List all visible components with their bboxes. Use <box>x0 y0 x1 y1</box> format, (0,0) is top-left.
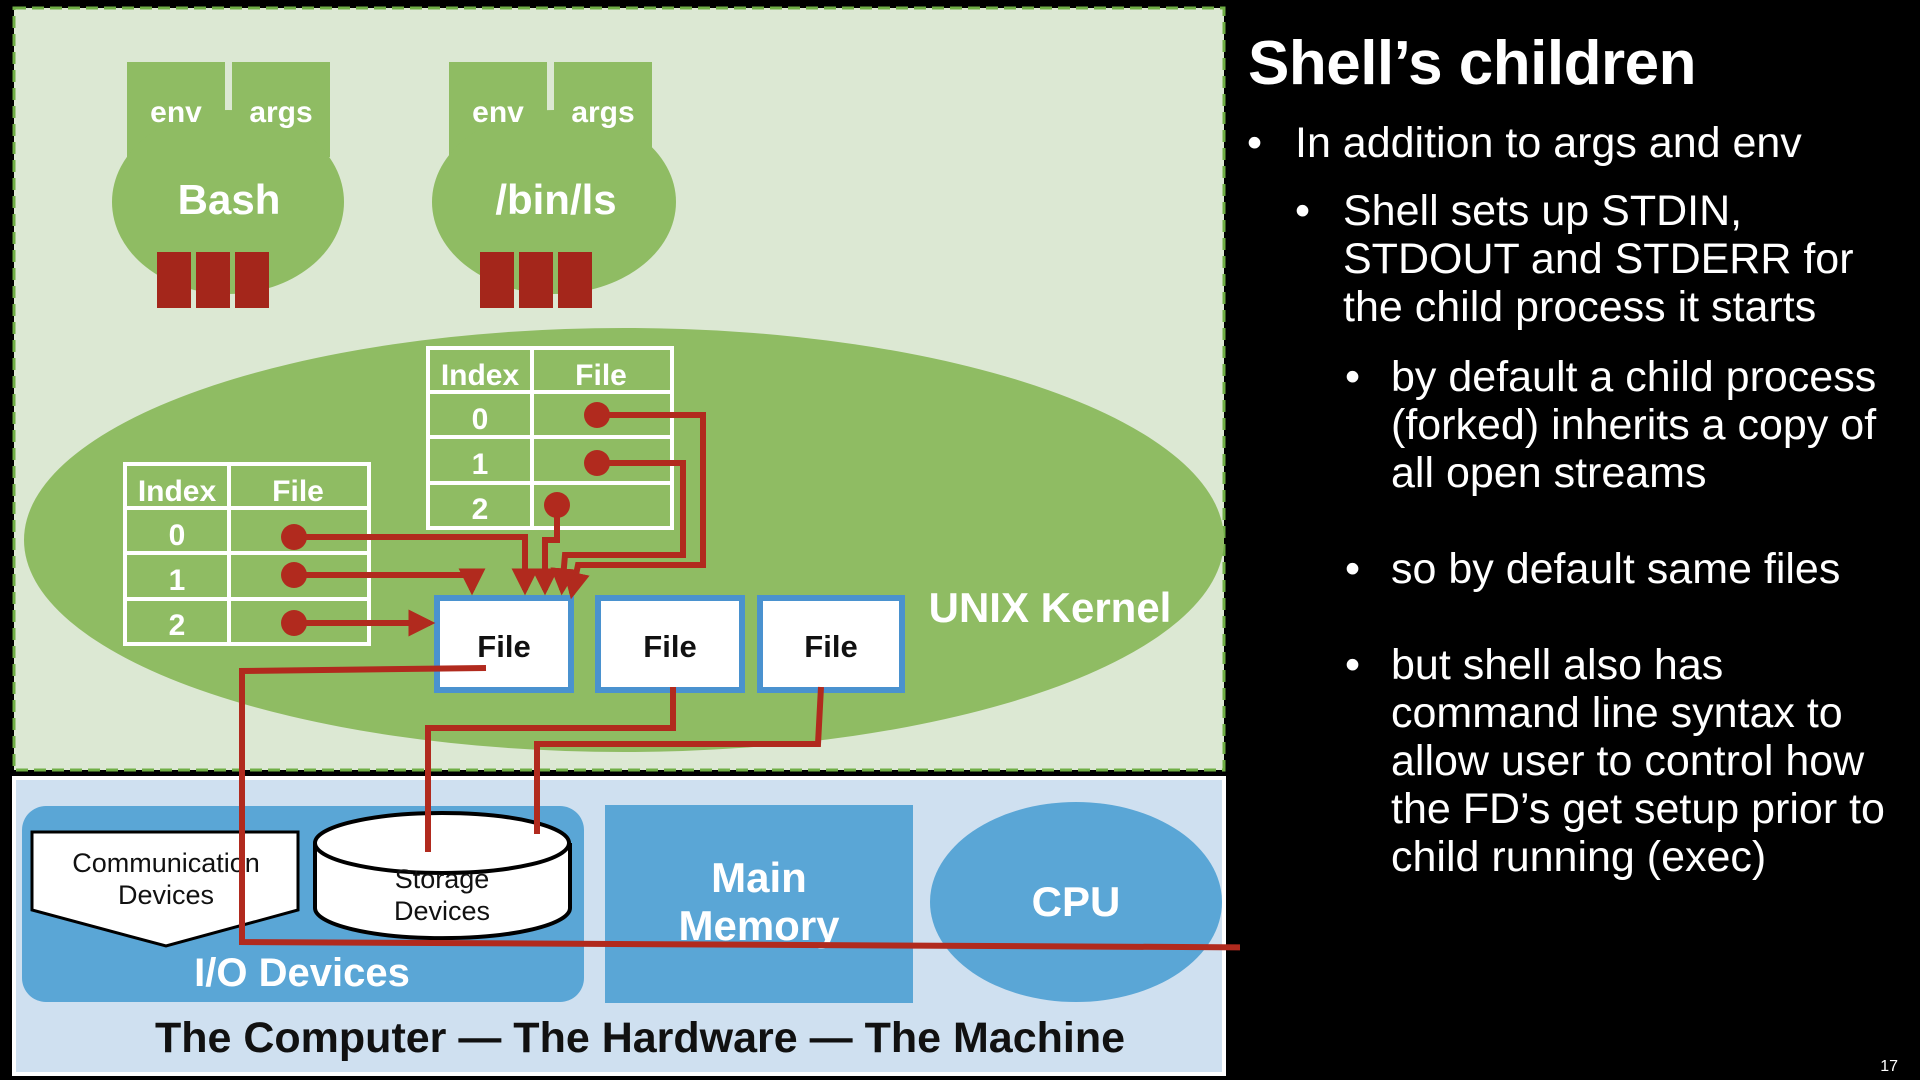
ls-fd2-arrow <box>531 505 560 596</box>
bullet-item: • but shell also has command line syntax… <box>1345 641 1910 881</box>
bullet-text: In addition to args and env <box>1295 119 1802 167</box>
ls-fd1-arrow <box>550 460 686 596</box>
fd-blocks <box>480 252 592 308</box>
fd-connections <box>239 412 1240 951</box>
process-bin-ls: env args /bin/ls <box>432 62 676 308</box>
main-memory-line2: Memory <box>678 902 840 949</box>
file-object-3: File <box>757 595 905 693</box>
process-name: /bin/ls <box>495 176 616 223</box>
file2-to-storage-line <box>425 687 676 852</box>
storage-devices-line1: Storage <box>395 864 490 894</box>
fd-index-1: 1 <box>472 448 489 481</box>
storage-devices: Storage Devices <box>313 811 572 941</box>
fd-index-2: 2 <box>472 493 489 526</box>
bullet-item: • In addition to args and env <box>1247 119 1910 167</box>
fd-table-index-header: Index <box>138 475 217 508</box>
fd-table-ls <box>426 346 674 530</box>
bullet-text: by default a child process (forked) inhe… <box>1391 353 1877 497</box>
main-memory: Main Memory <box>605 805 913 1003</box>
hardware-caption: The Computer — The Hardware — The Machin… <box>155 1014 1125 1062</box>
file1-to-comm-line <box>239 665 1240 951</box>
bullet-dot: • <box>1295 187 1311 235</box>
args-label: args <box>571 96 634 129</box>
env-label: env <box>150 96 202 129</box>
bullet-dot: • <box>1345 545 1361 593</box>
main-memory-line1: Main <box>711 854 807 901</box>
slide-text-panel: Shell’s children • In addition to args a… <box>1245 18 1910 881</box>
page-number: 17 <box>1880 1058 1898 1075</box>
io-devices-label: I/O Devices <box>194 951 410 995</box>
args-label: args <box>249 96 312 129</box>
bash-fd0-arrow <box>294 534 539 596</box>
fd-blocks <box>157 252 269 308</box>
bullet-dot: • <box>1247 119 1263 167</box>
bullet-text: Shell sets up STDIN, STDOUT and STDERR f… <box>1343 187 1854 331</box>
file3-to-storage-line <box>534 686 824 834</box>
fd-table-file-header: File <box>575 359 627 392</box>
fd-index-0: 0 <box>472 403 489 436</box>
fd-dots <box>281 402 610 636</box>
fd-table-index-header: Index <box>441 359 520 392</box>
process-bash: env args Bash <box>112 62 344 308</box>
fd-table-file-header: File <box>272 475 324 508</box>
bullet-text: so by default same files <box>1391 545 1841 593</box>
storage-devices-line2: Devices <box>394 896 490 926</box>
file-label: File <box>477 629 530 664</box>
file-label: File <box>643 629 696 664</box>
process-name: Bash <box>178 176 281 223</box>
bullet-item: • so by default same files <box>1345 545 1910 593</box>
env-label: env <box>472 96 524 129</box>
file-label: File <box>804 629 857 664</box>
bullet-text: but shell also has command line syntax t… <box>1391 641 1885 881</box>
fd-index-1: 1 <box>169 564 186 597</box>
bullet-dot: • <box>1345 641 1361 689</box>
cpu-label: CPU <box>1032 878 1121 925</box>
os-diagram: UNIX Kernel env args Bash env args /bin/… <box>12 6 1240 1076</box>
bullet-item: • by default a child process (forked) in… <box>1345 353 1910 497</box>
slide-title: Shell’s children <box>1248 29 1696 98</box>
file-object-1: File <box>434 595 574 693</box>
bullet-item: • Shell sets up STDIN, STDOUT and STDERR… <box>1295 187 1910 331</box>
comm-devices-line1: Communication <box>72 848 260 878</box>
bullet-dot: • <box>1345 353 1361 401</box>
bash-fd1-arrow <box>294 568 486 596</box>
fd-index-2: 2 <box>169 609 186 642</box>
fd-table-bash <box>123 462 371 646</box>
cpu: CPU <box>930 802 1222 1002</box>
fd-index-0: 0 <box>169 519 186 552</box>
kernel-label: UNIX Kernel <box>929 584 1172 631</box>
file-object-2: File <box>595 595 745 693</box>
comm-devices-line2: Devices <box>118 880 214 910</box>
communication-devices: Communication Devices <box>30 830 300 948</box>
